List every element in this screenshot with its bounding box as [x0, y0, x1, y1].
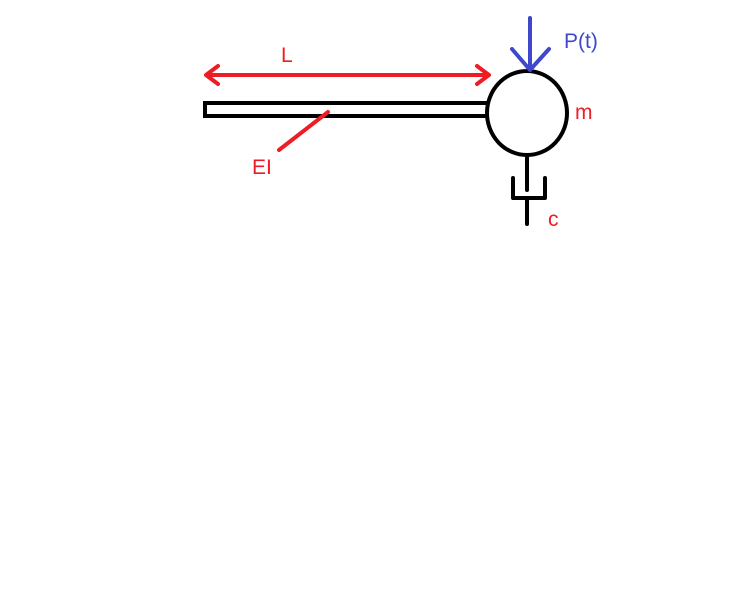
beam	[203, 101, 490, 118]
damper	[511, 153, 547, 226]
mass-label: m	[575, 101, 593, 124]
stiffness-label: EI	[252, 156, 272, 179]
load-arrow	[510, 16, 551, 72]
load-label: P(t)	[564, 30, 598, 53]
length-arrow-right-head	[475, 64, 491, 86]
length-dimension-arrow	[204, 64, 491, 86]
length-label: L	[281, 44, 293, 67]
load-arrow-head	[510, 47, 551, 72]
stiffness-leader-line	[277, 110, 330, 152]
length-arrow-left-head	[204, 64, 220, 86]
damping-label: c	[548, 208, 559, 231]
mass	[485, 69, 569, 157]
